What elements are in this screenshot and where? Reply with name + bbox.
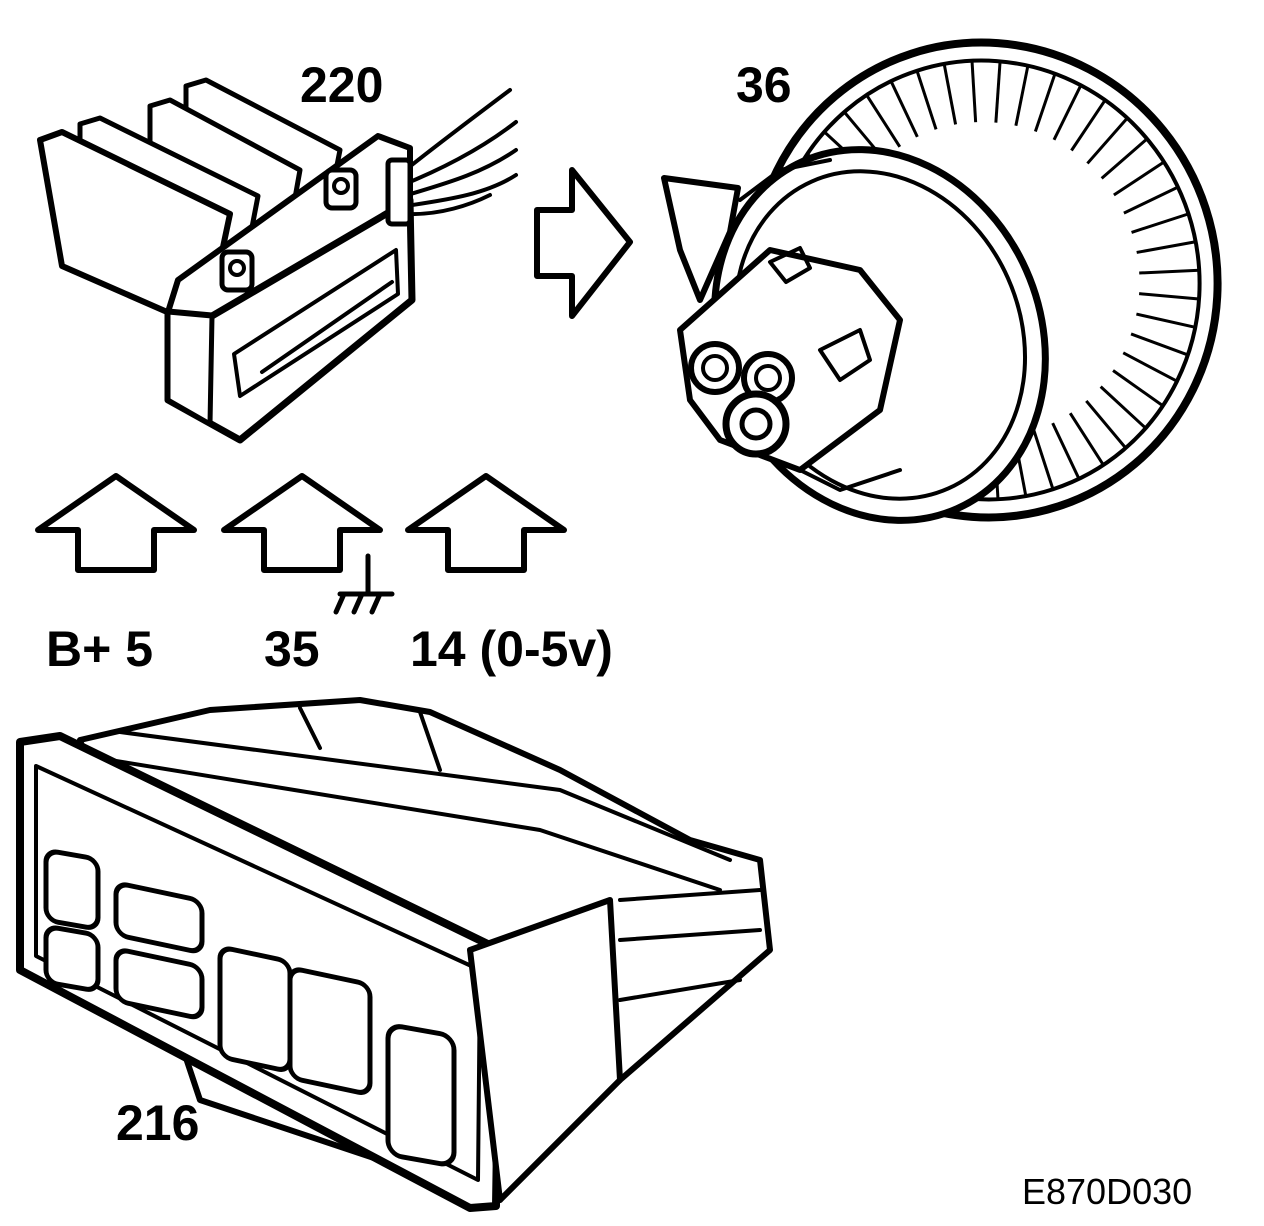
figure-reference: E870D030 [1022,1171,1192,1212]
fan-blade [1130,332,1189,357]
resistor-module-drawing [37,77,518,444]
fan-blade [1070,99,1107,152]
fan-blade [1122,351,1178,383]
fan-blade [915,70,938,130]
fan-blade [1112,369,1164,407]
fan-blade [1068,412,1105,466]
arrow-right-icon [534,167,633,319]
control-signal-label: 14 (0-5v) [410,621,613,677]
fan-blade [1113,160,1165,197]
fan-blade [1136,240,1196,254]
fan-blade [1136,312,1196,329]
fan-blade [889,80,919,138]
fan-blade [1086,117,1129,165]
fan-blade [994,61,1002,123]
control-panel-drawing [16,697,773,1212]
blower-motor-label: 36 [736,57,792,113]
fan-blade [1014,65,1030,127]
resistor-module-label: 220 [300,57,383,113]
arrow-up-icon-3 [405,473,567,573]
fan-blade [1033,73,1057,132]
ground-signal-label: 35 [264,621,320,677]
fan-blade [942,63,958,125]
arrow-up-icon-1 [35,473,197,573]
fan-blade [1100,137,1149,180]
fan-blade [1138,292,1200,301]
fan-blade [1131,212,1189,234]
ground-symbol-icon [333,553,395,615]
fan-blade [970,60,978,123]
control-panel-label: 216 [116,1095,199,1151]
fan-blade [1051,422,1081,480]
arrow-up-icon-2 [221,473,383,573]
fan-blade [1139,268,1200,275]
supply-signal-label: B+ 5 [46,621,153,677]
blower-motor-drawing [661,38,1222,524]
fan-blade [1032,430,1055,490]
fan-blade [1123,185,1179,215]
fan-blade [865,94,902,148]
fan-blade [1052,84,1083,141]
fan-blade [1099,385,1147,430]
fan-blade [1085,399,1127,449]
